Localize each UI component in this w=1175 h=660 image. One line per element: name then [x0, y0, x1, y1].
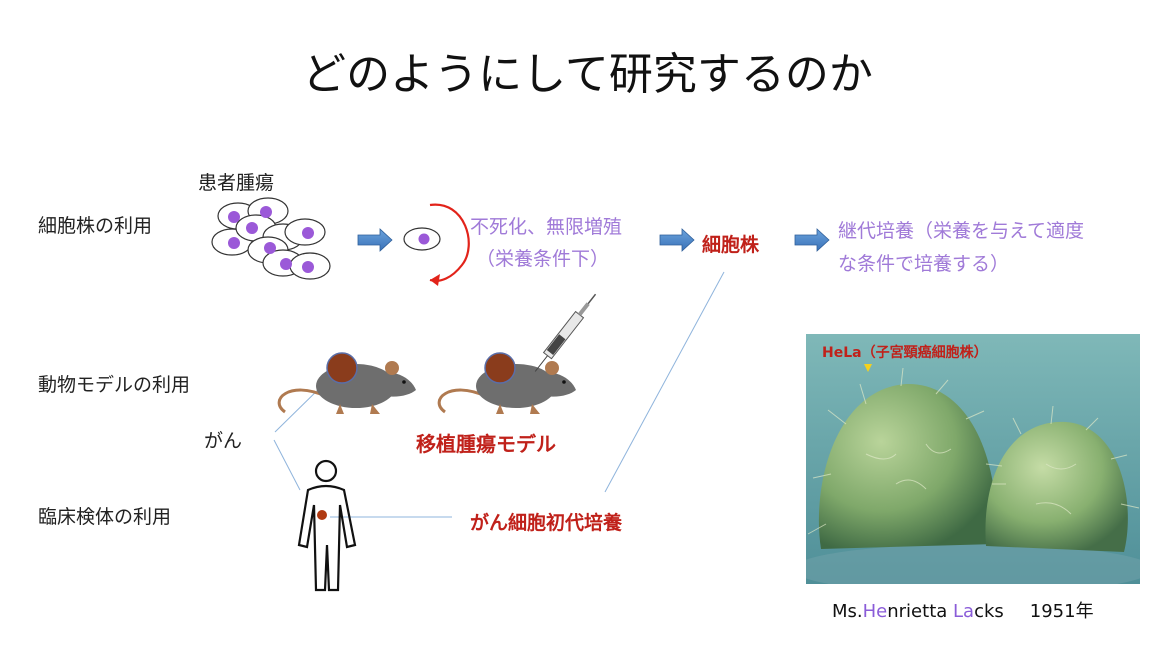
photo-caption: Ms.Henrietta Lacks 1951年: [832, 597, 1094, 623]
caption-highlight-he: He: [863, 601, 888, 622]
arrow-to-cell-line: [660, 229, 694, 251]
arrow-to-single-cell: [358, 229, 392, 251]
arrow-to-subculture: [795, 229, 829, 251]
hela-cell-photo: [806, 334, 1140, 584]
caption-name-end: cks: [974, 601, 1004, 622]
mouse-icon: [439, 353, 576, 414]
caption-highlight-la: La: [953, 601, 974, 622]
caption-prefix: Ms.: [832, 601, 863, 622]
tumor-marker: [317, 510, 327, 520]
mouse-icon: [279, 353, 416, 414]
human-figure-icon: [299, 461, 355, 590]
hela-label: HeLa（子宮頸癌細胞株）: [822, 342, 988, 362]
caption-year: 1951年: [1030, 601, 1094, 622]
caption-name-mid: nrietta: [887, 601, 953, 622]
syringe-icon: [531, 291, 599, 374]
